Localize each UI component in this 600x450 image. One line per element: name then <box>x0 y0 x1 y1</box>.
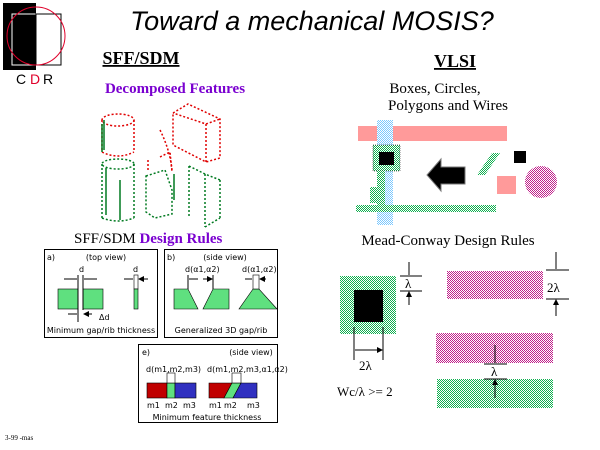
decomposed-features-drawing <box>101 103 221 228</box>
svg-text:d: d <box>133 265 138 274</box>
svg-text:Δd: Δd <box>99 313 110 322</box>
svg-text:(side view): (side view) <box>229 348 273 357</box>
mead-conway-diagram: λ 2λ Wc/λ >= 2 2λ λ <box>337 252 569 408</box>
svg-text:(side view): (side view) <box>203 253 247 262</box>
svg-text:a): a) <box>47 253 55 262</box>
boxes-label: Boxes, Circles, <box>389 81 480 97</box>
svg-text:λ: λ <box>405 276 412 291</box>
svg-text:d(α1,α2): d(α1,α2) <box>242 265 277 274</box>
panel-e-min-feature: e) (side view) d(m1,m2,m3) d(m1,m2,m3,α1… <box>138 344 288 423</box>
vlsi-layout-drawing <box>356 120 557 225</box>
vlsi-heading: VLSI <box>434 51 476 71</box>
svg-text:C: C <box>16 71 26 87</box>
svg-text:R: R <box>43 71 53 87</box>
svg-text:D: D <box>30 71 40 87</box>
slide-title: Toward a mechanical MOSIS? <box>130 6 494 36</box>
panel-a-min-gap: a) (top view) d Δd d Minimum gap/rib thi… <box>44 249 158 338</box>
polygons-label: Polygons and Wires <box>388 98 508 114</box>
svg-text:b): b) <box>167 253 175 262</box>
panel-b-3d-gap: b) (side view) d(α1,α2) d(α1,α2) General… <box>164 249 278 338</box>
footer-note: 3-99 -mas <box>5 434 33 442</box>
svg-text:m3: m3 <box>247 401 260 410</box>
svg-text:m1: m1 <box>147 401 160 410</box>
svg-text:Wc/λ >= 2: Wc/λ >= 2 <box>337 384 393 399</box>
sff-heading: SFF/SDM <box>102 48 179 68</box>
sff-design-rules-title: SFF/SDM Design Rules <box>74 231 223 247</box>
svg-text:d(α1,α2): d(α1,α2) <box>185 265 220 274</box>
svg-text:2λ: 2λ <box>547 280 561 295</box>
svg-text:d: d <box>79 265 84 274</box>
svg-text:m2: m2 <box>224 401 237 410</box>
svg-text:Minimum feature thickness: Minimum feature thickness <box>153 413 262 422</box>
decomposed-features-label: Decomposed Features <box>105 81 245 97</box>
svg-text:m3: m3 <box>183 401 196 410</box>
svg-text:e): e) <box>142 348 150 357</box>
svg-text:2λ: 2λ <box>359 358 373 373</box>
svg-text:m2: m2 <box>165 401 178 410</box>
svg-text:d(m1,m2,m3,α1,α2): d(m1,m2,m3,α1,α2) <box>207 365 288 374</box>
svg-text:(top view): (top view) <box>86 253 126 262</box>
mead-conway-title: Mead-Conway Design Rules <box>361 233 534 249</box>
svg-text:λ: λ <box>491 364 498 379</box>
svg-text:m1: m1 <box>209 401 222 410</box>
cdr-logo: C D R <box>3 3 66 87</box>
svg-text:d(m1,m2,m3): d(m1,m2,m3) <box>146 365 201 374</box>
svg-text:Minimum gap/rib thickness: Minimum gap/rib thickness <box>47 326 155 335</box>
svg-text:Generalized 3D gap/rib: Generalized 3D gap/rib <box>175 326 268 335</box>
